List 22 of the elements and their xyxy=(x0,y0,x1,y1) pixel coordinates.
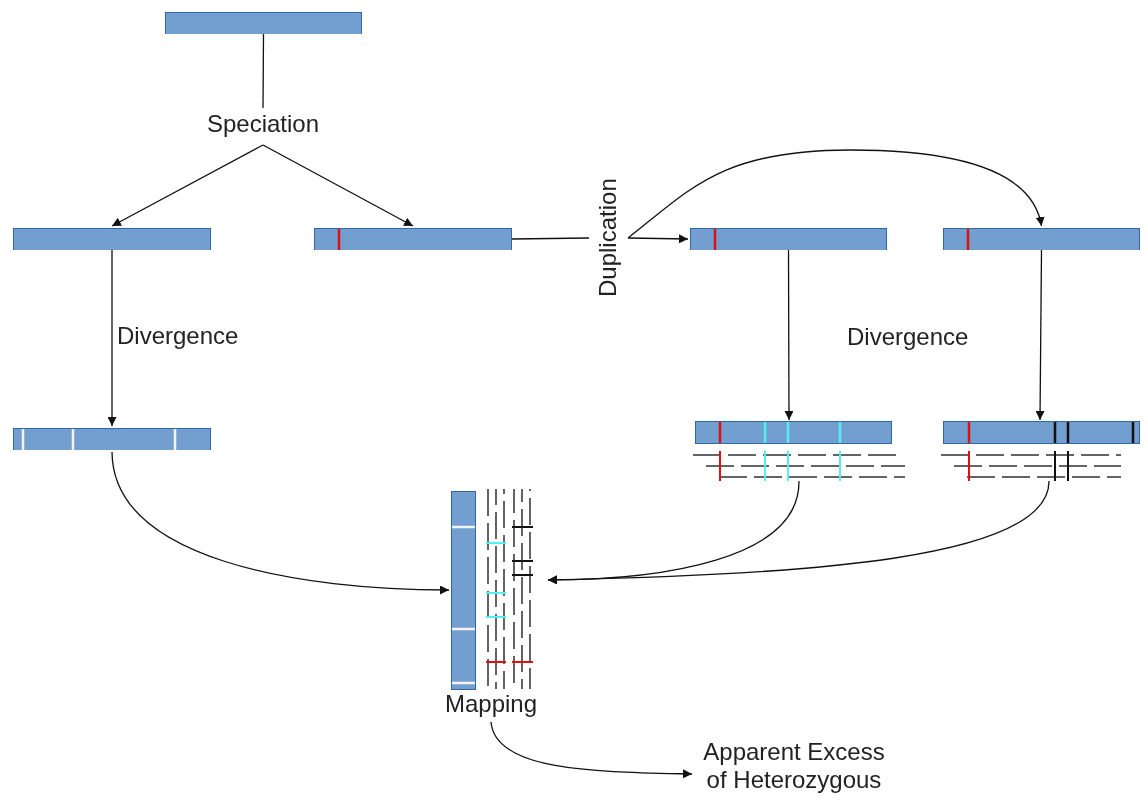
step-label: Duplication xyxy=(591,165,625,311)
step-label: Mapping xyxy=(432,690,550,720)
arrow xyxy=(262,144,414,227)
arrow xyxy=(547,480,1050,585)
step-label: Apparent Excess of Heterozygous xyxy=(697,738,891,798)
connector-line xyxy=(262,33,265,109)
arrow xyxy=(784,249,794,421)
arrow xyxy=(490,721,693,779)
gene-bar xyxy=(165,12,362,34)
gene-bar xyxy=(943,228,1140,250)
arrow xyxy=(627,234,689,244)
gene-bar xyxy=(13,228,211,250)
arrow xyxy=(1035,249,1045,421)
gene-bar xyxy=(690,228,887,250)
gene-bar xyxy=(13,428,211,450)
arrow xyxy=(107,249,117,427)
arrow xyxy=(627,149,1044,239)
arrow xyxy=(111,451,450,595)
step-label: Speciation xyxy=(190,110,336,140)
connector-line xyxy=(511,237,590,240)
arrow xyxy=(111,144,264,227)
gene-bar xyxy=(314,228,512,250)
